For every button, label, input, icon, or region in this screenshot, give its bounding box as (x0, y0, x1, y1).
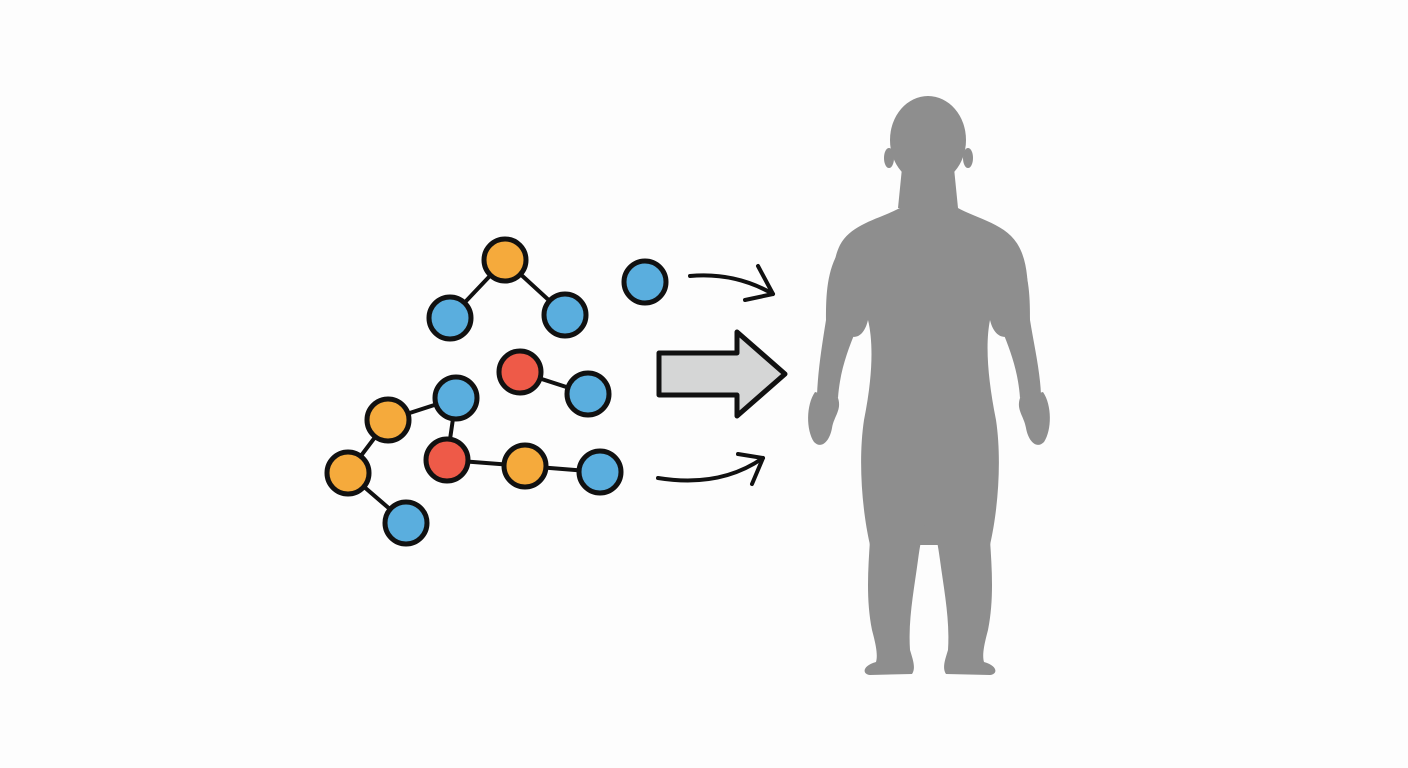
curved-arrow-head (743, 264, 775, 302)
left-arm (817, 250, 861, 398)
atom-blue (426, 294, 474, 342)
atom-blue (621, 258, 669, 306)
molecule-lower (324, 374, 624, 547)
curved-arrow-head (736, 452, 765, 486)
right-ear (963, 148, 973, 168)
atom-orange (501, 442, 549, 490)
atom-red (423, 436, 471, 484)
left-leg (864, 460, 926, 675)
human-silhouette-icon (808, 96, 1050, 675)
atom-orange (324, 449, 372, 497)
atom-blue (541, 291, 589, 339)
molecule-single (621, 258, 669, 306)
right-leg (932, 460, 996, 675)
right-arm (997, 250, 1041, 398)
curved-arrow-upper-icon (688, 264, 775, 302)
atom-blue (576, 448, 624, 496)
left-hand (808, 392, 840, 445)
curved-arrow-lower-icon (656, 452, 765, 486)
atom-red (496, 348, 544, 396)
curved-arrow-shaft (656, 456, 765, 483)
head (890, 96, 966, 184)
atom-blue (382, 499, 430, 547)
molecule-upper (426, 236, 589, 342)
curved-arrow-shaft (688, 273, 775, 296)
atom-blue (564, 370, 612, 418)
molecule-pair (496, 348, 612, 418)
right-hand (1018, 392, 1050, 445)
torso (831, 205, 1029, 545)
left-ear (884, 148, 894, 168)
atom-orange (481, 236, 529, 284)
right-arrow-icon (656, 329, 788, 419)
atom-orange (364, 396, 412, 444)
neck (898, 168, 958, 208)
atom-blue (432, 374, 480, 422)
